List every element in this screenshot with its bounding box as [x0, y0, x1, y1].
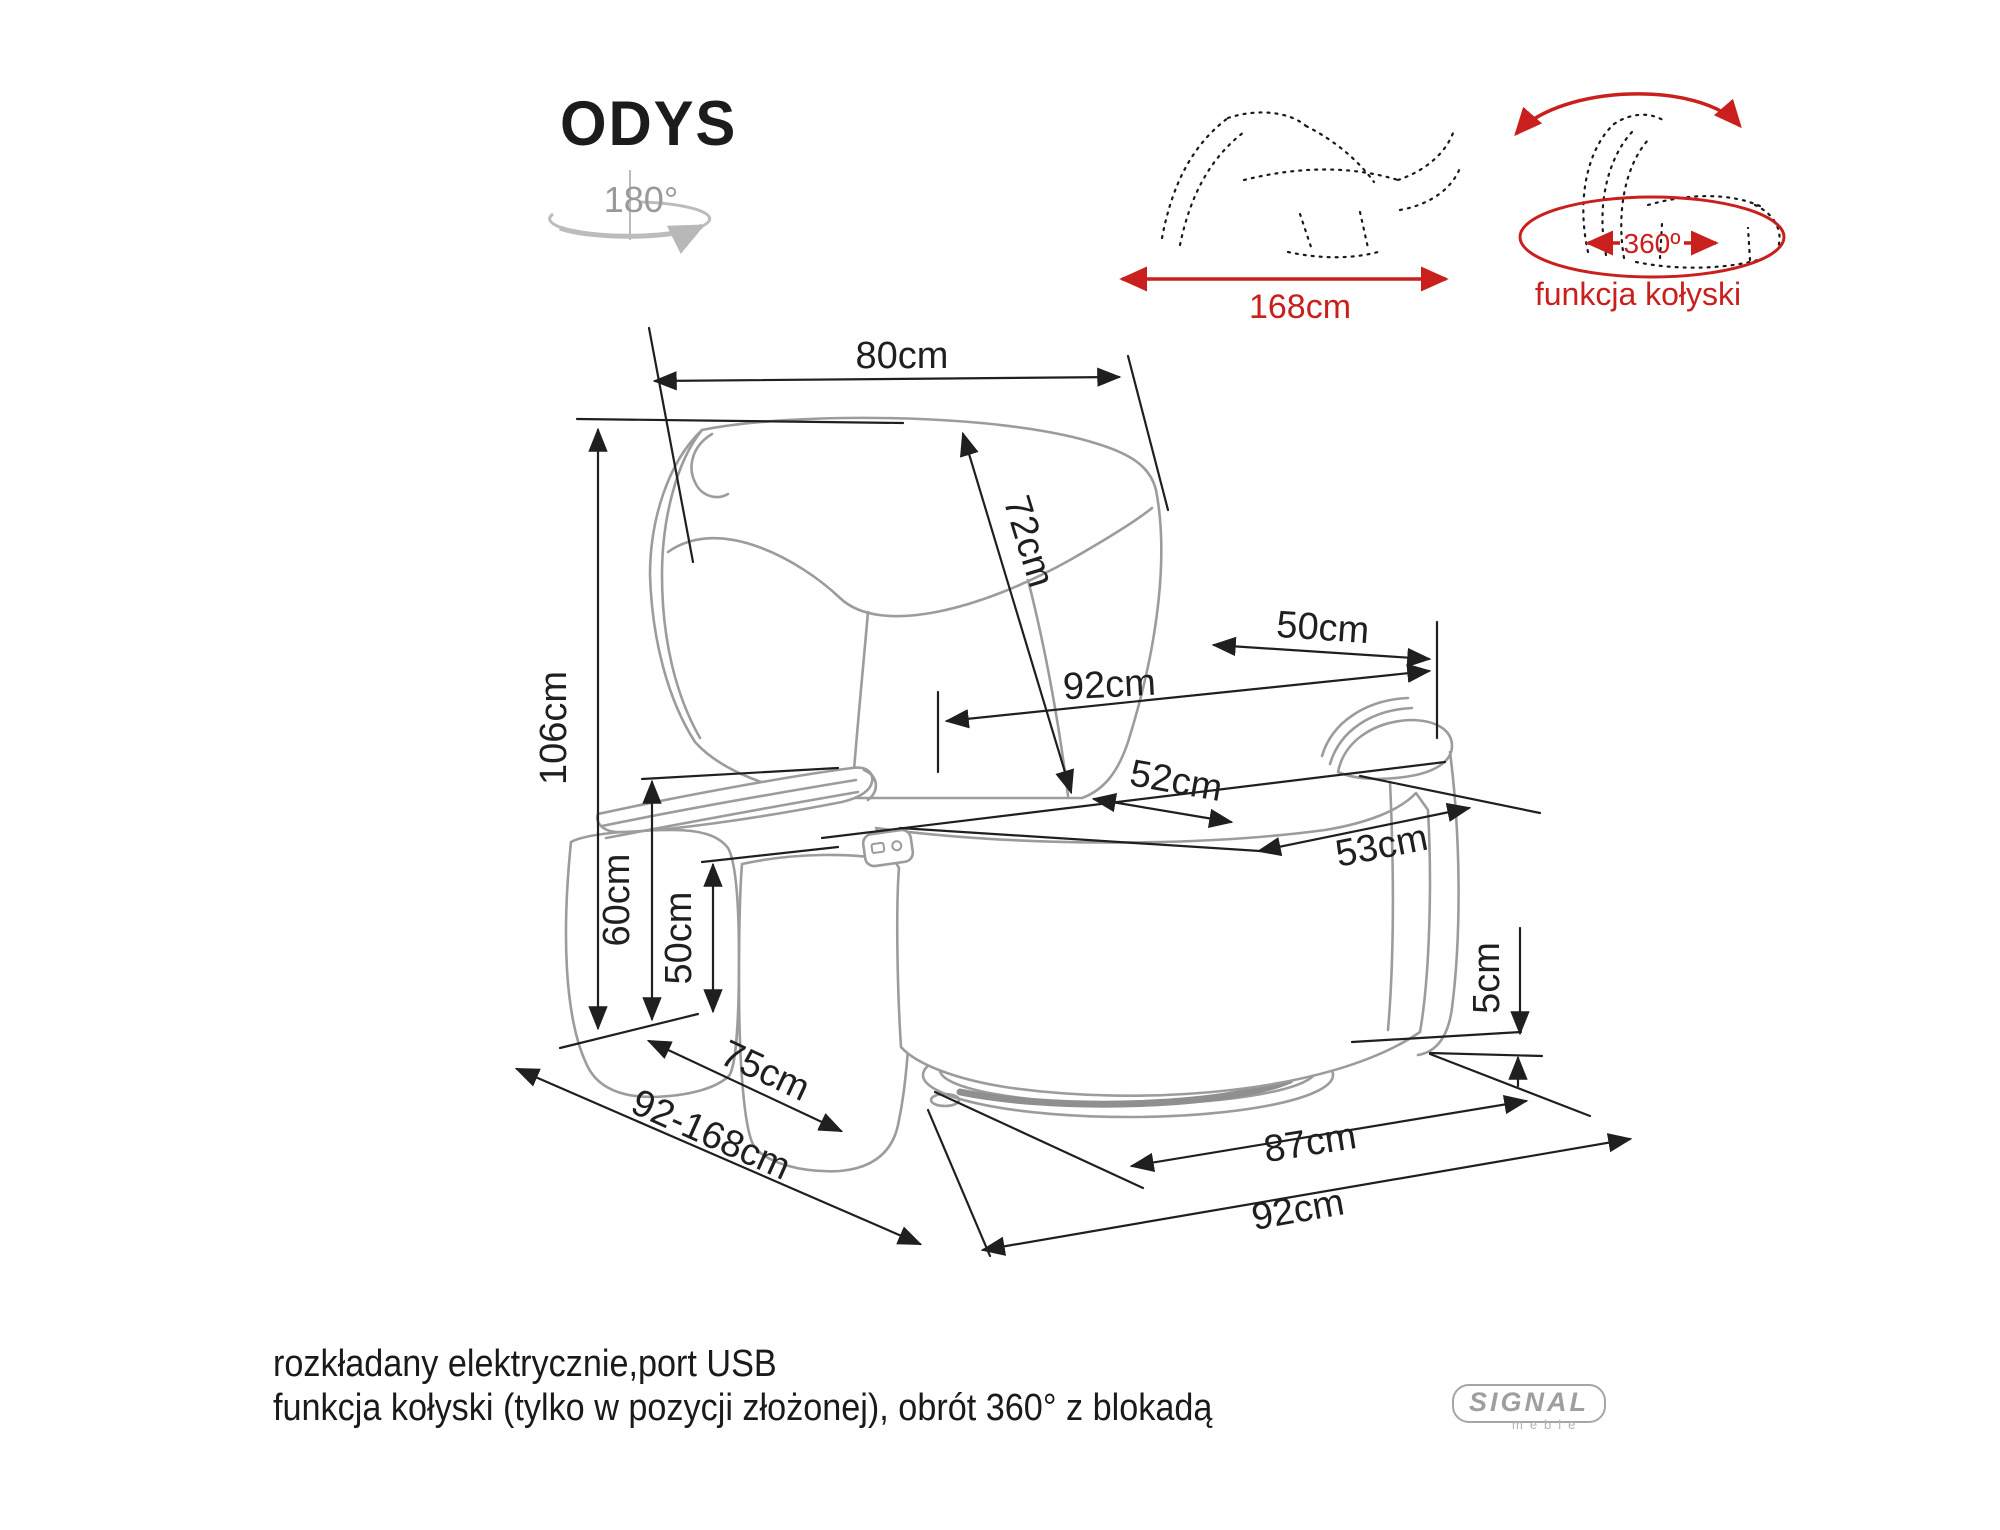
dimension-lines [514, 326, 1633, 1258]
dim-seat-width-label: 52cm [1127, 752, 1226, 809]
dim-height-label: 106cm [533, 671, 575, 785]
thumb-reclined-length-label: 168cm [1249, 288, 1351, 326]
brand-logo: SIGNAL meble [1452, 1384, 1607, 1432]
dim-total-width-line [980, 1133, 1633, 1256]
brand-logo-box: SIGNAL [1452, 1384, 1607, 1423]
dim-total-width-label: 92cm [1249, 1181, 1348, 1238]
thumb-rocking-arrows [1514, 92, 1786, 279]
description-line-1: rozkładany elektrycznie,port USB [273, 1343, 777, 1385]
thumb-rocking-rotation-label: 360º [1624, 228, 1681, 259]
backrest [648, 416, 1163, 800]
rotation-180-label: 180° [604, 179, 678, 220]
brand-logo-text: SIGNAL [1469, 1387, 1590, 1417]
dim-seat-height-label: 50cm [658, 892, 700, 985]
usb-control-panel [861, 828, 915, 868]
page-title: ODYS [560, 89, 738, 159]
dim-inner-width-line [1256, 802, 1472, 857]
rotation-180-icon [548, 170, 712, 254]
thumb-reclined-sketch [1160, 111, 1462, 259]
dim-armrest-depth-label: 50cm [1275, 604, 1371, 652]
thumb-rocking-caption: funkcja kołyski [1535, 276, 1741, 312]
dim-seat-diagonal-label: 92cm [1062, 662, 1157, 709]
dim-armrest-depth-line [1211, 636, 1432, 668]
dim-back-width-label: 80cm [856, 335, 949, 377]
seat-cushion [874, 791, 1432, 1097]
backrest-seam [666, 506, 1154, 618]
product-description: rozkładany elektrycznie,port USB funkcja… [273, 1342, 1212, 1430]
backrest-side-strip [660, 428, 704, 740]
dim-back-width-line [652, 367, 1122, 391]
headrest-curl [690, 432, 730, 499]
dim-seat-diagonal-line [944, 663, 1432, 729]
brand-logo-subtext: meble [1512, 1417, 1583, 1432]
dim-armrest-height-label: 60cm [596, 854, 638, 947]
dim-base-gap-label: 5cm [1466, 942, 1508, 1014]
description-line-2: funkcja kołyski (tylko w pozycji złożone… [273, 1387, 1213, 1429]
dim-base-width-label: 87cm [1261, 1115, 1359, 1171]
dim-backrest-line [960, 431, 1074, 795]
dim-depth-range-line [514, 1067, 923, 1246]
